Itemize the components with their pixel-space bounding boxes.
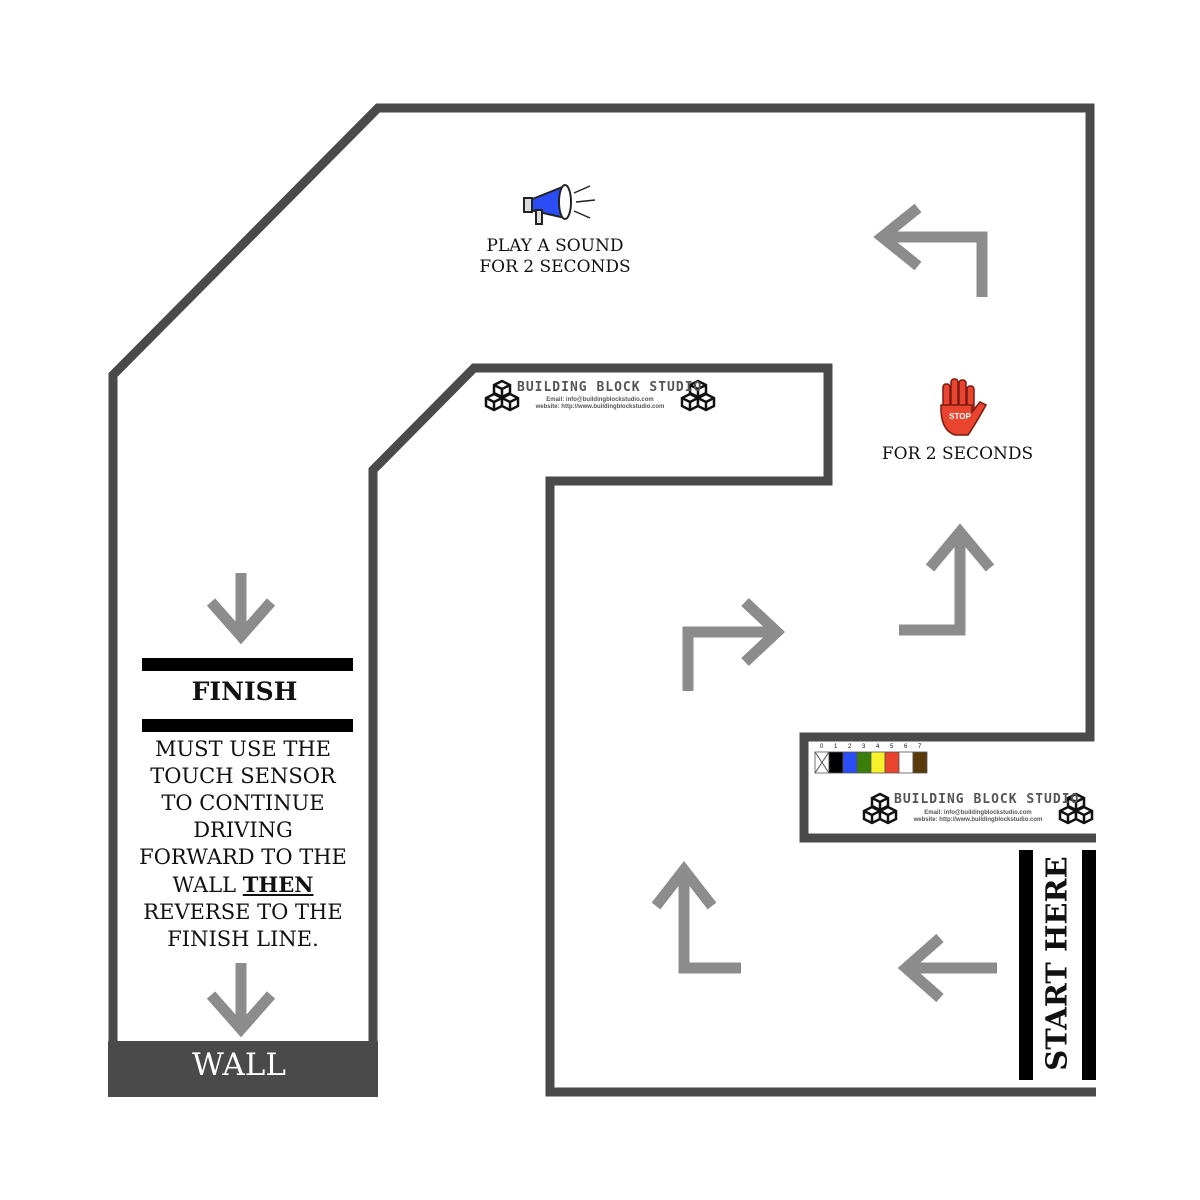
color-number: 7 bbox=[918, 744, 922, 750]
arrow-left-icon bbox=[897, 933, 997, 1003]
arrow-left-turn-icon bbox=[873, 203, 988, 297]
arrow-down-icon bbox=[206, 963, 276, 1038]
outer-wall bbox=[108, 103, 1096, 1045]
logo-title: BUILDING BLOCK STUDIO bbox=[894, 792, 1080, 807]
inner-wall bbox=[368, 363, 1096, 1097]
stop-sign-text: STOP bbox=[949, 412, 971, 421]
instruction-text: MUST USE THE TOUCH SENSOR TO CONTINUE DR… bbox=[139, 737, 347, 897]
logo-cubes-icon bbox=[484, 379, 1094, 825]
start-here-label: START HERE bbox=[1039, 856, 1074, 1071]
cube-icon bbox=[878, 805, 898, 825]
color-number: 2 bbox=[848, 744, 852, 750]
color-number: 4 bbox=[876, 744, 880, 750]
cube-icon bbox=[484, 392, 504, 412]
logo-website: website: http://www.buildingblockstudio.… bbox=[535, 404, 665, 410]
arrow-up-turn-icon bbox=[899, 523, 995, 636]
cube-icon bbox=[696, 392, 716, 412]
cross-icon bbox=[814, 751, 830, 774]
wall-label: WALL bbox=[192, 1047, 286, 1083]
cube-icon bbox=[1074, 805, 1094, 825]
color-number: 3 bbox=[862, 744, 866, 750]
color-swatch bbox=[870, 751, 886, 774]
finish-line-top bbox=[142, 658, 353, 671]
start-line-right bbox=[1082, 850, 1096, 1080]
color-chart bbox=[814, 751, 928, 774]
wall-block bbox=[108, 1041, 378, 1097]
logo-website: website: http://www.buildingblockstudio.… bbox=[913, 817, 1043, 823]
color-swatch bbox=[842, 751, 858, 774]
logo-title: BUILDING BLOCK STUDIO bbox=[517, 380, 703, 395]
finish-title: FINISH bbox=[191, 677, 298, 706]
finish-instruction: MUST USE THE TOUCH SENSOR TO CONTINUE DR… bbox=[133, 736, 353, 953]
start-line-left bbox=[1019, 850, 1033, 1080]
color-number: 0 bbox=[820, 744, 824, 750]
cube-icon bbox=[688, 379, 708, 399]
logo-email: Email: info@buildingblockstudio.com bbox=[924, 810, 1032, 816]
sound-instruction: PLAY A SOUND FOR 2 SECONDS bbox=[470, 236, 640, 278]
arrow-up-turn-icon bbox=[651, 861, 741, 974]
stop-hand-icon bbox=[940, 378, 988, 436]
finish-line-bottom bbox=[142, 719, 353, 732]
sound-line-1: PLAY A SOUND bbox=[486, 236, 624, 256]
stop-instruction: FOR 2 SECONDS bbox=[881, 444, 1034, 464]
sound-line-2: FOR 2 SECONDS bbox=[479, 257, 631, 277]
color-swatch bbox=[912, 751, 928, 774]
instruction-text: REVERSE TO THE FINISH LINE. bbox=[143, 900, 343, 951]
color-number: 5 bbox=[890, 744, 894, 750]
megaphone-icon bbox=[523, 184, 596, 225]
color-swatch bbox=[828, 751, 844, 774]
instruction-emphasis: THEN bbox=[242, 872, 314, 897]
logo-email: Email: info@buildingblockstudio.com bbox=[546, 397, 654, 403]
color-number: 6 bbox=[904, 744, 908, 750]
color-swatch bbox=[898, 751, 914, 774]
cube-icon bbox=[500, 392, 520, 412]
arrow-right-turn-icon bbox=[682, 597, 786, 691]
color-swatch bbox=[884, 751, 900, 774]
cube-icon bbox=[1066, 792, 1086, 812]
cube-icon bbox=[862, 805, 882, 825]
color-number: 1 bbox=[834, 744, 838, 750]
color-swatch bbox=[856, 751, 872, 774]
arrow-down-icon bbox=[206, 573, 276, 645]
